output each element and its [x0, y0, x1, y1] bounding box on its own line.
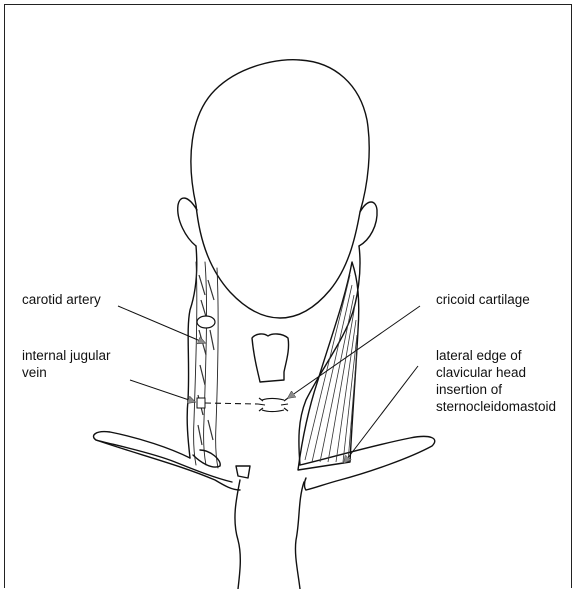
cricoid-cartilage-mark [258, 398, 288, 412]
right-clavicle [300, 436, 435, 490]
lateral-edge-label-line2: clavicular head [436, 364, 526, 381]
jugular-vein-leader [130, 380, 195, 402]
neck-left-outline [187, 246, 197, 458]
sternum-right [295, 482, 304, 589]
left-clavicle-lower [96, 440, 240, 490]
lateral-edge-label-line3: insertion of [436, 381, 502, 398]
left-clavicle [94, 432, 232, 482]
right-ear [359, 202, 377, 246]
carotid-artery-leader [118, 306, 205, 343]
left-ear [178, 198, 197, 246]
cricoid-cartilage-label: cricoid cartilage [436, 291, 530, 308]
jugular-cricoid-dashed-line [205, 403, 258, 404]
internal-jugular-vein-label-line1: internal jugular [22, 347, 111, 364]
carotid-marker [197, 316, 215, 328]
lateral-edge-label-line1: lateral edge of [436, 347, 522, 364]
vessel-cut [236, 466, 250, 478]
lateral-edge-label-line4: sternocleidomastoid [436, 398, 556, 415]
thyroid-cartilage [252, 334, 289, 382]
carotid-artery-label: carotid artery [22, 291, 101, 308]
sternum [235, 480, 240, 589]
right-clavicle-lower [305, 478, 307, 490]
carotid-band-inner [216, 268, 218, 468]
internal-jugular-vein-label-line2: vein [22, 364, 47, 381]
jugular-marker [197, 398, 205, 408]
